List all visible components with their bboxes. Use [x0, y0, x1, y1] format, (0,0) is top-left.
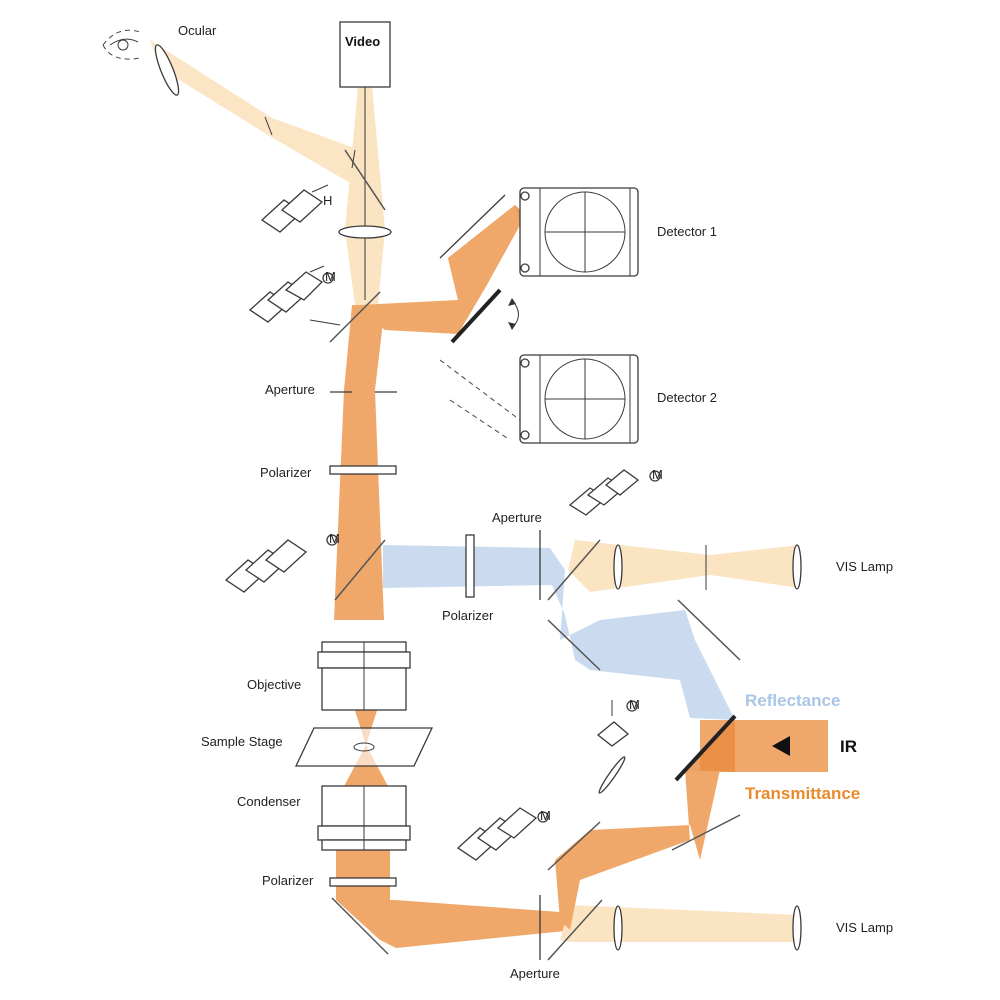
- condenser: [317, 785, 411, 851]
- vis-beamsplitter-lower: [547, 899, 603, 961]
- objective: [317, 641, 411, 711]
- main-ir-beam-upper: [334, 305, 385, 620]
- ir-switch-mirror: [674, 714, 737, 782]
- svg-text:M: M: [652, 467, 663, 482]
- reflectance-mirror-2: [677, 599, 741, 661]
- vis-beamsplitter-upper: [547, 539, 601, 601]
- detector-2: [439, 354, 639, 444]
- video-label: Video: [345, 34, 380, 49]
- mid-beamsplitter-left: [334, 539, 386, 601]
- motor-slider-mid-right: M: [568, 467, 663, 516]
- detector-switch-mirror: [450, 288, 502, 344]
- lower-fold-mirror: [331, 897, 389, 955]
- sample-stage-label: Sample Stage: [201, 734, 283, 749]
- vis-lens-lower-2: [792, 905, 802, 951]
- detector-beam-mid: [448, 205, 520, 300]
- eye-icon: [102, 29, 141, 60]
- sample-spot: [353, 742, 375, 752]
- transmittance-mirror-upper: [671, 814, 741, 851]
- reflectance-label: Reflectance: [745, 691, 840, 710]
- ir-arrow-icon: [772, 736, 790, 756]
- lower-horizontal-beam: [336, 900, 575, 948]
- manual-slider-h: H: [260, 184, 332, 233]
- vis-lens-upper-1: [613, 544, 623, 590]
- vis-lens-upper-2: [792, 544, 802, 590]
- ocular-label: Ocular: [178, 23, 217, 38]
- upper-beamsplitter: [329, 291, 381, 343]
- detector-beam: [352, 290, 484, 334]
- polarizer-lower-label: Polarizer: [262, 873, 314, 888]
- svg-text:H: H: [323, 193, 332, 208]
- polarizer-upper-label: Polarizer: [260, 465, 312, 480]
- video-camera-box: [339, 21, 391, 88]
- ocular-beamsplitter: [344, 149, 386, 211]
- polarizer-mid-label: Polarizer: [442, 608, 494, 623]
- reflectance-beam: [383, 545, 735, 720]
- polarizer-mid: [465, 534, 475, 598]
- svg-text:M: M: [325, 269, 336, 284]
- detector-1-label: Detector 1: [657, 224, 717, 239]
- motor-slider-lower: M: [456, 807, 551, 861]
- tube-lens: [338, 225, 392, 239]
- svg-text:M: M: [540, 808, 551, 823]
- condenser-beam: [342, 745, 390, 790]
- ocular-beam: [150, 40, 382, 205]
- polarizer-lower: [329, 877, 397, 887]
- ir-label: IR: [840, 737, 857, 756]
- motor-switch-small: M: [596, 697, 640, 794]
- polarizer-upper: [329, 465, 397, 475]
- aperture-mid-label: Aperture: [492, 510, 542, 525]
- condenser-label: Condenser: [237, 794, 301, 809]
- motor-slider-upper: M: [248, 265, 336, 323]
- transmittance-beam: [555, 770, 720, 930]
- svg-text:M: M: [629, 697, 640, 712]
- aperture-lower-label: Aperture: [510, 966, 560, 981]
- objective-label: Objective: [247, 677, 301, 692]
- detector-1: [519, 187, 639, 277]
- ocular-lens: [154, 44, 180, 96]
- transmittance-mirror-lower: [547, 821, 601, 871]
- lower-vis-beam: [560, 905, 800, 942]
- vis-lens-lower-1: [613, 905, 623, 951]
- vis-lamp-upper-label: VIS Lamp: [836, 559, 893, 574]
- transmittance-label: Transmittance: [745, 784, 860, 803]
- detector-focus-mirror: [439, 194, 506, 259]
- vis-lamp-lower-label: VIS Lamp: [836, 920, 893, 935]
- aperture-upper-label: Aperture: [265, 382, 315, 397]
- motor-slider-mid-left: M: [224, 531, 340, 593]
- sample-stage: [294, 727, 434, 767]
- reflectance-mirror-1: [547, 619, 601, 671]
- svg-text:M: M: [329, 531, 340, 546]
- upper-vis-beam: [568, 540, 800, 592]
- detector-2-label: Detector 2: [657, 390, 717, 405]
